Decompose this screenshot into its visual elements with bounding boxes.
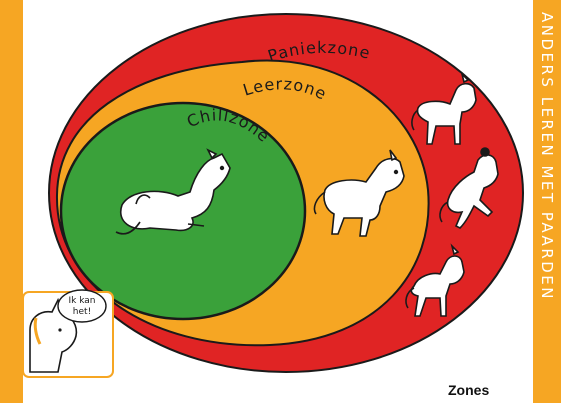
logo-speech-line2: het!	[73, 307, 91, 317]
diagram-caption: Zones	[448, 382, 489, 398]
logo-speech-line1: Ik kan	[69, 296, 96, 306]
logo: Ik kan het!	[23, 290, 113, 377]
logo-speech-bubble	[58, 290, 106, 322]
